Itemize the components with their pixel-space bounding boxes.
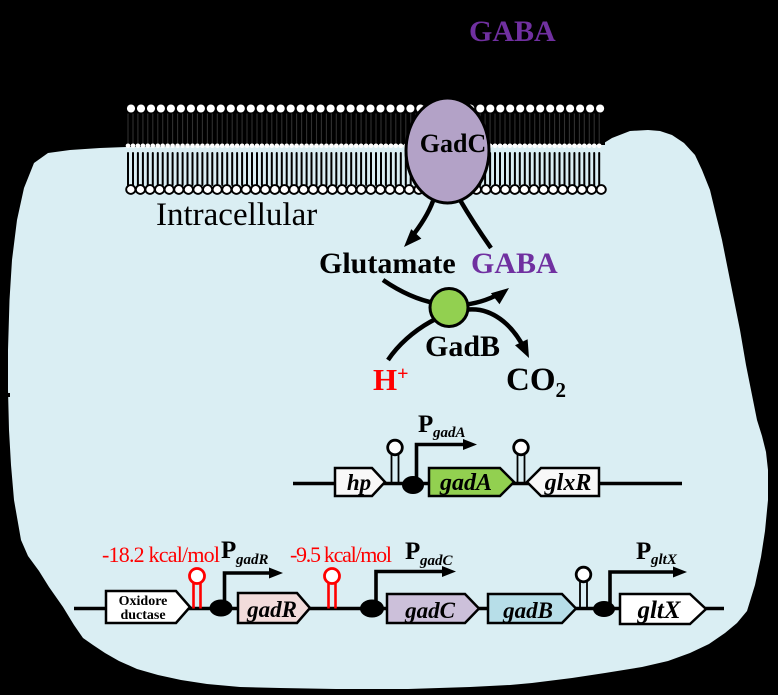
svg-text:gadC: gadC [404, 598, 456, 623]
svg-text:gadR: gadR [235, 552, 269, 568]
svg-text:glxR: glxR [544, 470, 592, 496]
svg-text:gadA: gadA [439, 470, 492, 496]
svg-text:GadC: GadC [420, 129, 486, 158]
svg-text:-9.5 kcal/mol: -9.5 kcal/mol [290, 542, 392, 567]
svg-text:GadB: GadB [425, 330, 500, 363]
svg-text:Intracellular: Intracellular [156, 197, 317, 233]
svg-text:hp: hp [347, 470, 371, 495]
svg-text:P: P [221, 537, 236, 564]
svg-text:GABA: GABA [469, 15, 556, 48]
svg-text:gadC: gadC [419, 553, 454, 569]
svg-text:-18.2 kcal/mol: -18.2 kcal/mol [102, 542, 220, 567]
svg-text:GABA: GABA [471, 247, 558, 280]
svg-text:gadA: gadA [432, 425, 466, 441]
svg-text:gltX: gltX [650, 552, 678, 568]
svg-text:Oxidore: Oxidore [119, 594, 168, 609]
svg-text:P: P [636, 538, 651, 565]
svg-text:Glutamate: Glutamate [319, 247, 456, 280]
svg-text:ductase: ductase [120, 608, 165, 623]
svg-text:P: P [418, 411, 433, 438]
svg-text:gadB: gadB [502, 598, 553, 623]
svg-text:gadR: gadR [246, 597, 297, 622]
svg-text:gltX: gltX [636, 597, 681, 624]
svg-text:P: P [405, 538, 420, 565]
